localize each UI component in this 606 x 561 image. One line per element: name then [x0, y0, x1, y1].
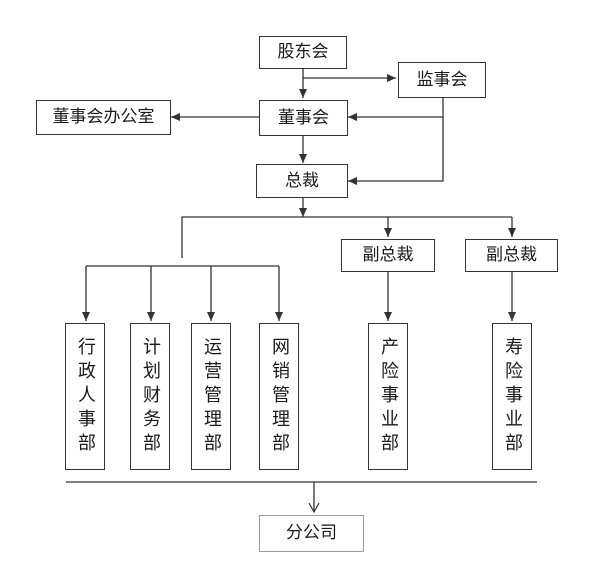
node-board-office: 董事会办公室 — [36, 100, 171, 135]
node-branches: 分公司 — [259, 515, 364, 552]
node-vp-1: 副总裁 — [341, 239, 435, 272]
node-supervisory-board: 监事会 — [398, 62, 486, 98]
node-president: 总裁 — [256, 164, 348, 198]
node-board: 董事会 — [259, 100, 348, 136]
node-admin-hr: 行政人事部 — [65, 323, 105, 470]
node-life-insurance: 寿险事业部 — [492, 323, 532, 470]
node-shareholders: 股东会 — [259, 36, 347, 69]
edge-supervisory-president — [348, 117, 444, 185]
node-operations: 运营管理部 — [191, 323, 231, 470]
node-pc-insurance: 产险事业部 — [368, 323, 408, 470]
node-finance: 计划财务部 — [130, 323, 170, 470]
node-vp-2: 副总裁 — [465, 239, 558, 272]
node-online-sales: 网销管理部 — [259, 323, 299, 470]
edge-supervisory-board — [348, 98, 444, 121]
edge-branch-bus — [181, 216, 512, 258]
